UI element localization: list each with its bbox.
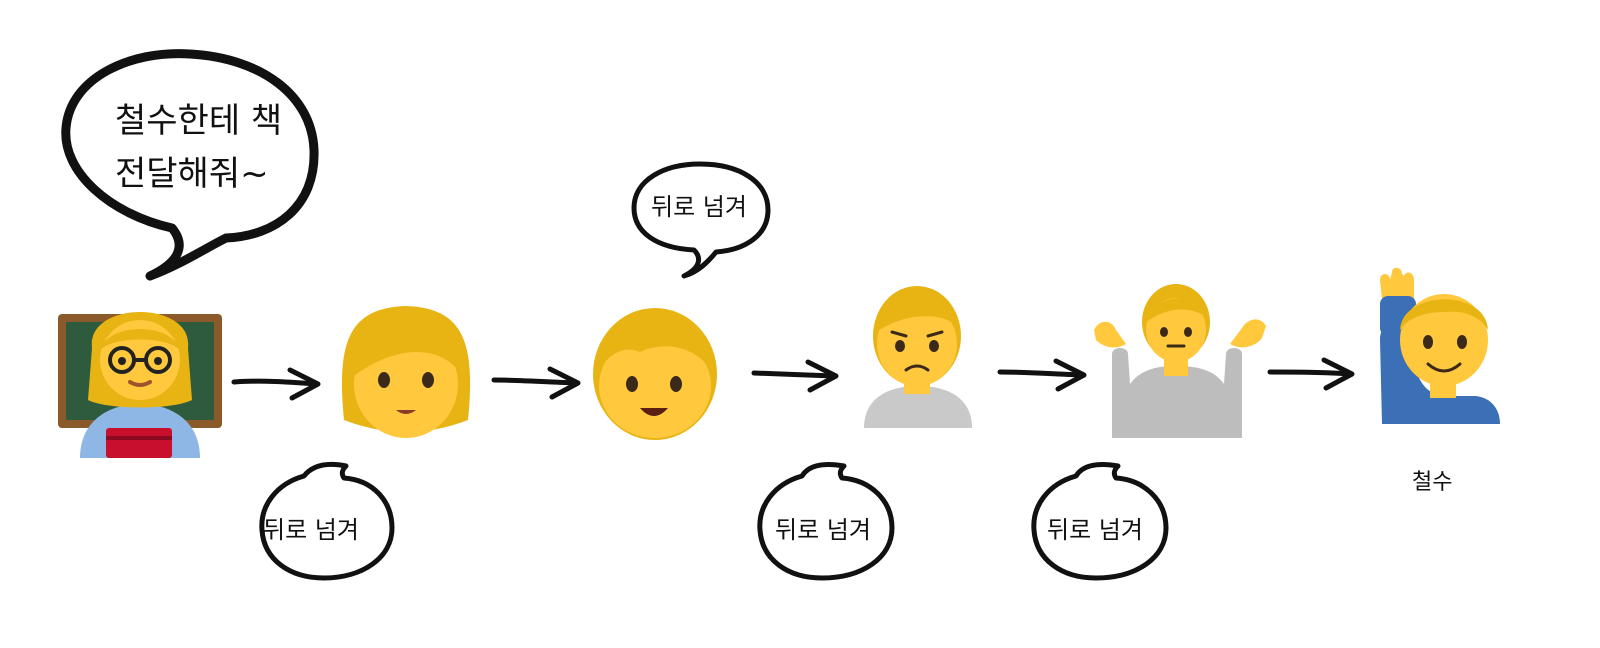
man-raising-hand-icon	[1380, 267, 1500, 424]
woman-icon	[341, 306, 471, 438]
recipient-name-label: 철수	[1412, 470, 1452, 495]
pass-bubble-4-text: 뒤로 넘겨	[1047, 516, 1143, 544]
frowning-person-icon	[864, 286, 972, 428]
pass-bubble-3-text: 뒤로 넘겨	[775, 516, 871, 544]
shrugging-person-icon	[1094, 284, 1266, 438]
pass-bubble-1-text: 뒤로 넘겨	[263, 516, 359, 544]
woman-teacher-icon	[58, 312, 222, 458]
pass-bubble-1: 뒤로 넘겨	[259, 461, 395, 581]
pass-bubble-4: 뒤로 넘겨	[1031, 461, 1169, 581]
arrow-icon	[751, 359, 839, 393]
teacher-speech-bubble: 철수한테 책 전달해줘~	[61, 49, 319, 281]
arrow-icon	[491, 366, 581, 400]
pass-bubble-2: 뒤로 넘겨	[631, 161, 771, 279]
arrow-icon	[1267, 357, 1355, 391]
pass-bubble-3: 뒤로 넘겨	[757, 461, 895, 581]
teacher-bubble-line1: 철수한테 책	[115, 101, 282, 141]
arrow-icon	[231, 367, 321, 401]
pass-bubble-2-text: 뒤로 넘겨	[651, 193, 747, 221]
teacher-bubble-line2: 전달해줘~	[115, 154, 269, 194]
child-icon	[593, 308, 717, 440]
arrow-icon	[997, 358, 1087, 392]
